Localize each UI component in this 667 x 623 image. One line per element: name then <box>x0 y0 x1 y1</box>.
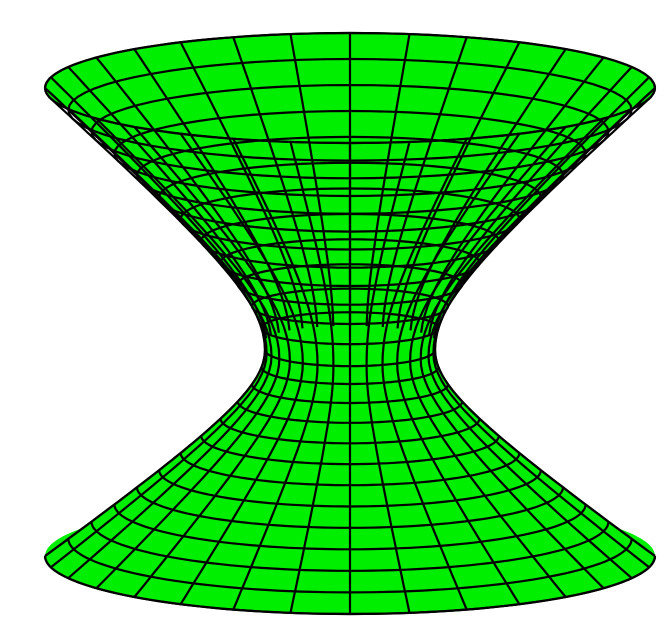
meridian-line <box>420 56 605 333</box>
meridian-line <box>409 48 567 331</box>
meridian-line <box>95 117 281 589</box>
meridian-line <box>133 126 291 598</box>
meridian-line <box>50 76 268 339</box>
meridian-line <box>289 141 335 614</box>
meridian-line <box>67 66 273 336</box>
meridian-line <box>179 41 304 329</box>
meridian-line <box>381 36 468 328</box>
meridian-line <box>396 133 521 605</box>
meridian-line <box>95 56 280 333</box>
meridian-line <box>419 117 605 589</box>
right-silhouette <box>433 87 656 557</box>
meridian-line <box>365 33 411 327</box>
meridian-line <box>289 33 335 327</box>
surface-rims <box>43 31 657 616</box>
meridian-line <box>50 97 268 569</box>
meridian-line <box>396 41 521 329</box>
left-silhouette <box>44 87 267 557</box>
meridian-line <box>232 138 319 611</box>
meridian-line <box>179 133 304 605</box>
meridian-line <box>232 36 319 328</box>
meridian-line <box>432 97 650 569</box>
meridian-line <box>133 48 291 331</box>
bottom-rim <box>43 555 657 616</box>
meridian-line <box>381 138 468 611</box>
meridian-line <box>432 76 650 339</box>
meridian-line <box>409 126 567 598</box>
meridian-line <box>365 141 411 614</box>
meridian-line <box>427 66 633 336</box>
